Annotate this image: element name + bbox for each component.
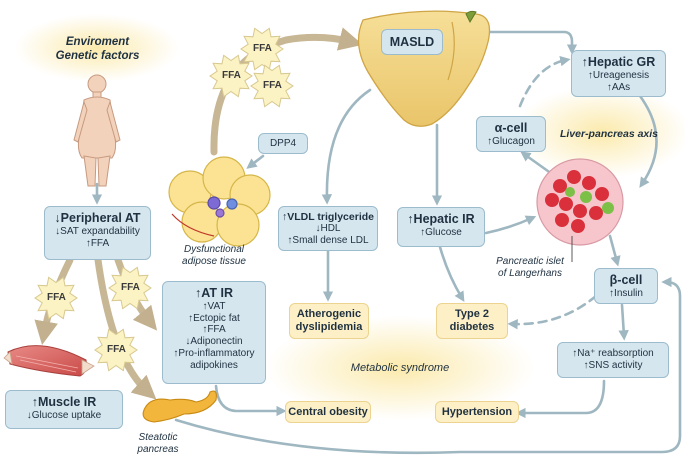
ffa-label-2: FFA — [222, 70, 241, 81]
at-ir-line-2: ↑Ectopic fat — [188, 312, 240, 324]
peripheral-at-title: ↓Peripheral AT — [54, 211, 141, 225]
ffa-label-4: FFA — [47, 292, 66, 303]
islet-label: Pancreatic islet of Langerhans — [480, 256, 580, 280]
beta-cell-line-1: ↑Insulin — [609, 287, 643, 299]
at-ir-line-3: ↑FFA — [202, 324, 226, 336]
peripheral-at-line-1: ↓SAT expandability — [55, 225, 140, 237]
muscle-icon — [3, 345, 95, 377]
ffa-burst-1 — [240, 27, 284, 71]
ffa-burst-2 — [209, 54, 253, 98]
arrow-beta-to-na — [618, 303, 629, 341]
hepatic-ir-line-1: ↑Glucose — [420, 226, 462, 238]
liver-pancreas-axis-label: Liver-pancreas axis — [559, 128, 659, 140]
peripheral-at-box: ↓Peripheral AT ↓SAT expandability ↑FFA — [44, 206, 151, 260]
arrow-alpha-to-gr-dashed — [518, 56, 571, 108]
at-ir-line-4: ↓Adiponectin — [185, 336, 243, 348]
arrow-liver-to-gr — [466, 30, 578, 55]
genetic-factors-text: Genetic factors — [55, 49, 140, 62]
alpha-cell-box: α-cell ↑Glucagon — [476, 116, 546, 152]
muscle-ir-title: ↑Muscle IR — [31, 395, 97, 409]
at-ir-line-5: ↑Pro-inflammatory — [173, 347, 255, 359]
arrow-masld-to-vldl — [321, 88, 372, 205]
steatotic-label-line-2: pancreas — [137, 444, 179, 455]
vldl-line-1: ↓HDL — [315, 223, 341, 235]
central-obesity-label: Central obesity — [288, 406, 368, 418]
hypertension-box: Hypertension — [435, 401, 519, 423]
vldl-title: ↑VLDL triglyceride — [282, 211, 374, 223]
arrow-na-to-hypertension — [515, 379, 606, 419]
alpha-cell-title: α-cell — [494, 121, 528, 135]
islet-label-line-1: Pancreatic islet — [496, 256, 564, 267]
alpha-cell-line-1: ↑Glucagon — [487, 135, 535, 147]
ffa-burst-5 — [108, 266, 152, 310]
arrow-islet-to-alpha — [520, 151, 554, 176]
adipose-label-line-1: Dysfunctional — [183, 244, 245, 255]
atherogenic-line-1: Atherogenic — [296, 308, 362, 320]
glow-metabolic — [265, 316, 535, 420]
dpp4-label: DPP4 — [269, 138, 297, 149]
top-left-label: Enviroment Genetic factors — [40, 36, 155, 64]
arrow-hepatic-ir-to-islet — [484, 215, 537, 235]
glow-liver-pancreas — [514, 86, 685, 178]
steatotic-label-line-1: Steatotic — [138, 432, 178, 443]
vldl-box: ↑VLDL triglyceride ↓HDL ↑Small dense LDL — [278, 206, 378, 251]
type2-line-2: diabetes — [449, 320, 495, 333]
arrow-hepatic-ir-to-t2d — [438, 245, 465, 302]
beta-cell-box: β-cell ↑Insulin — [594, 268, 658, 304]
adipose-label: Dysfunctional adipose tissue — [166, 244, 262, 268]
arrow-atir-to-central — [214, 384, 287, 417]
at-ir-line-1: ↑VAT — [202, 300, 226, 312]
steatotic-pancreas-label: Steatotic pancreas — [118, 432, 198, 456]
central-obesity-box: Central obesity — [285, 401, 371, 423]
arrow-gr-to-islet — [638, 94, 658, 188]
masld-box: MASLD — [381, 29, 443, 55]
type2-diabetes-box: Type 2 diabetes — [436, 303, 508, 339]
hepatic-ir-title: ↑Hepatic IR — [407, 212, 475, 226]
human-figure-icon — [73, 74, 121, 187]
ffa-label-6: FFA — [107, 344, 126, 355]
hepatic-gr-box: ↑Hepatic GR ↑Ureagenesis ↑AAs — [571, 50, 666, 97]
glow-top-left — [15, 14, 179, 82]
muscle-ir-box: ↑Muscle IR ↓Glucose uptake — [5, 390, 123, 429]
hepatic-gr-line-1: ↑Ureagenesis — [587, 69, 650, 81]
na-sns-line-2: ↑SNS activity — [583, 359, 643, 371]
ffa-burst-4 — [34, 276, 78, 320]
arrow-beta-to-t2d-dashed — [507, 294, 598, 330]
beta-cell-title: β-cell — [609, 273, 643, 287]
ffa-burst-6 — [94, 328, 138, 372]
hepatic-ir-box: ↑Hepatic IR ↑Glucose — [397, 207, 485, 247]
at-ir-title: ↑AT IR — [195, 286, 233, 300]
type2-line-1: Type 2 — [454, 308, 490, 320]
at-ir-line-6: adipokines — [190, 359, 238, 371]
masld-label: MASLD — [389, 35, 435, 49]
adipose-tissue-icon — [168, 156, 271, 247]
ffa-label-5: FFA — [121, 282, 140, 293]
muscle-ir-line-1: ↓Glucose uptake — [26, 409, 102, 421]
pancreas-icon — [142, 390, 217, 423]
ffa-burst-3 — [250, 64, 294, 108]
islet-label-line-2: of Langerhans — [498, 268, 562, 279]
environment-text: Enviroment — [65, 36, 130, 48]
adipose-label-line-2: adipose tissue — [182, 256, 246, 267]
hypertension-label: Hypertension — [441, 406, 513, 418]
na-sns-line-1: ↑Na⁺ reabsorption — [572, 348, 654, 359]
vldl-line-2: ↑Small dense LDL — [287, 235, 369, 247]
dpp4-box: DPP4 — [258, 133, 308, 154]
arrow-pancreas-to-beta — [174, 276, 682, 455]
peripheral-at-line-2: ↑FFA — [85, 237, 110, 249]
hepatic-gr-title: ↑Hepatic GR — [581, 55, 656, 69]
na-sns-box: ↑Na⁺ reabsorption ↑SNS activity — [557, 342, 669, 378]
ffa-label-1: FFA — [253, 43, 272, 54]
ffa-label-3: FFA — [263, 80, 282, 91]
metabolic-syndrome-label: Metabolic syndrome — [350, 362, 450, 374]
arrow-dpp4-to-adipose — [246, 154, 265, 169]
atherogenic-box: Atherogenic dyslipidemia — [289, 303, 369, 339]
arrow-islet-to-beta — [608, 234, 621, 267]
at-ir-box: ↑AT IR ↑VAT ↑Ectopic fat ↑FFA ↓Adiponect… — [162, 281, 266, 384]
hepatic-gr-line-2: ↑AAs — [606, 81, 631, 93]
atherogenic-line-2: dyslipidemia — [295, 320, 363, 333]
islet-icon — [536, 158, 624, 262]
